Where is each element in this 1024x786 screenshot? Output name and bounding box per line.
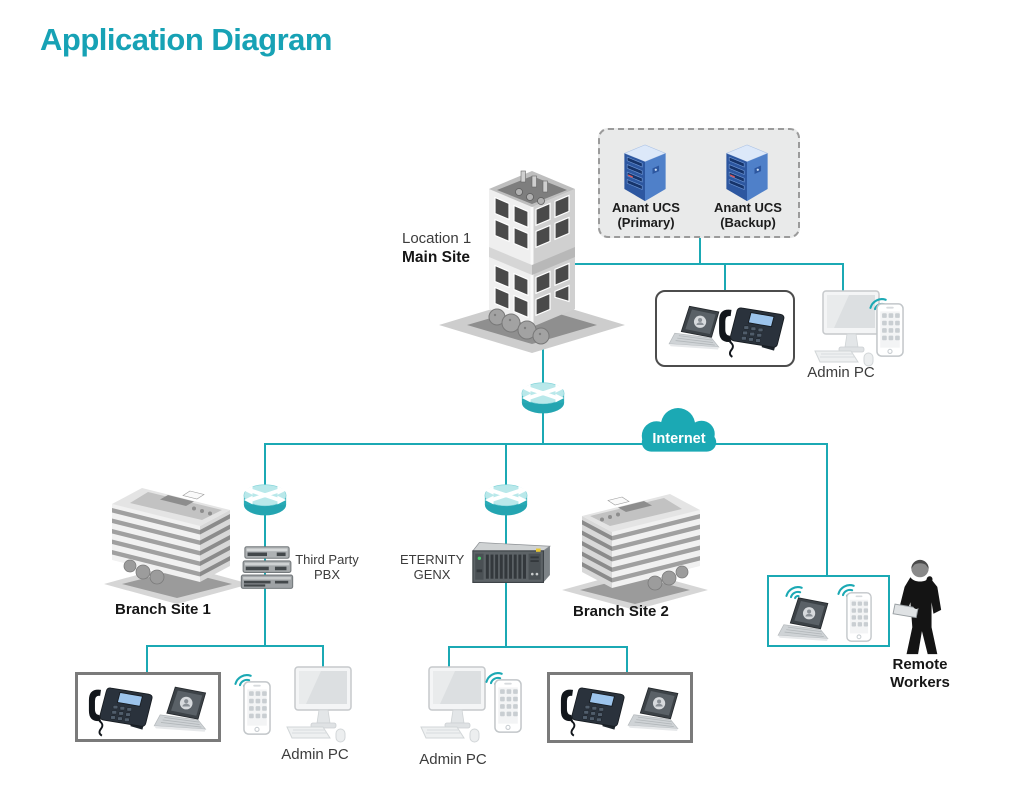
main-site-name-text: Main Site (402, 249, 471, 266)
genx-label-line2: GENX (413, 567, 451, 582)
pbx-label-line1: Third Party (295, 552, 359, 567)
server-backup-role: (Backup) (720, 215, 776, 230)
connector-branch2-right-drop (626, 646, 628, 673)
server-backup-name: Anant UCS (714, 200, 782, 215)
connector-branch1-left-drop (146, 645, 148, 674)
connector-top-adminpc-drop (842, 263, 844, 301)
remote-workers-line1: Remote (892, 656, 948, 673)
connector-branch1-vertical (264, 443, 266, 647)
remote-workers-line2: Workers (890, 674, 950, 691)
pbx-label-line2: PBX (313, 567, 340, 582)
smartphone-icon (846, 592, 872, 642)
main-site-location-text: Location 1 (402, 230, 472, 247)
third-party-pbx-icon (238, 545, 296, 591)
connector-wan-bus (264, 443, 828, 445)
smartphone-icon (494, 679, 522, 733)
laptop-icon (774, 594, 836, 644)
server-primary-label: Anant UCS (Primary) (599, 200, 693, 230)
connector-top-devices-drop (724, 263, 726, 298)
connector-branch1-right-drop (322, 645, 324, 673)
laptop-icon (150, 683, 214, 735)
router-branch2-icon (482, 480, 530, 522)
admin-pc-branch1-label: Admin PC (281, 746, 349, 763)
genx-label-line1: ETERNITY (400, 552, 465, 567)
server-primary-name: Anant UCS (612, 200, 680, 215)
smartphone-icon (876, 303, 904, 357)
desk-phone-icon (554, 678, 630, 738)
remote-worker-person-icon (892, 558, 948, 658)
admin-pc-branch1-icon (286, 666, 356, 744)
connector-branch2-tee (448, 646, 628, 648)
eternity-genx-label: ETERNITY GENX (400, 552, 464, 582)
main-site-label: Location 1 Main Site (402, 229, 512, 267)
server-backup-icon (722, 143, 772, 203)
branch1-building-icon (102, 478, 252, 606)
admin-pc-branch2-label: Admin PC (419, 751, 487, 768)
server-primary-icon (620, 143, 670, 203)
internet-label: Internet (652, 431, 706, 447)
page-title: Application Diagram (40, 22, 332, 57)
branch1-label: Branch Site 1 (115, 601, 211, 618)
connector-branch1-tee (146, 645, 324, 647)
remote-workers-label: Remote Workers (884, 656, 956, 692)
branch2-label: Branch Site 2 (573, 603, 669, 620)
admin-pc-main-label: Admin PC (807, 364, 875, 381)
eternity-genx-icon (466, 536, 554, 588)
laptop-icon (624, 684, 686, 734)
desk-phone-icon (82, 678, 158, 738)
admin-pc-branch2-icon (420, 666, 490, 744)
server-backup-label: Anant UCS (Backup) (701, 200, 795, 230)
internet-cloud: Internet (632, 406, 726, 458)
connector-top-horizontal (570, 263, 844, 265)
smartphone-icon (243, 681, 271, 735)
server-primary-role: (Primary) (617, 215, 675, 230)
third-party-pbx-label: Third Party PBX (294, 552, 360, 582)
desk-phone-icon (712, 297, 790, 360)
router-main-icon (519, 378, 567, 420)
connector-branch2-left-drop (448, 646, 450, 673)
connector-serverbox-drop (699, 237, 701, 265)
branch2-building-icon (560, 484, 710, 612)
connector-remote-drop (826, 443, 828, 577)
